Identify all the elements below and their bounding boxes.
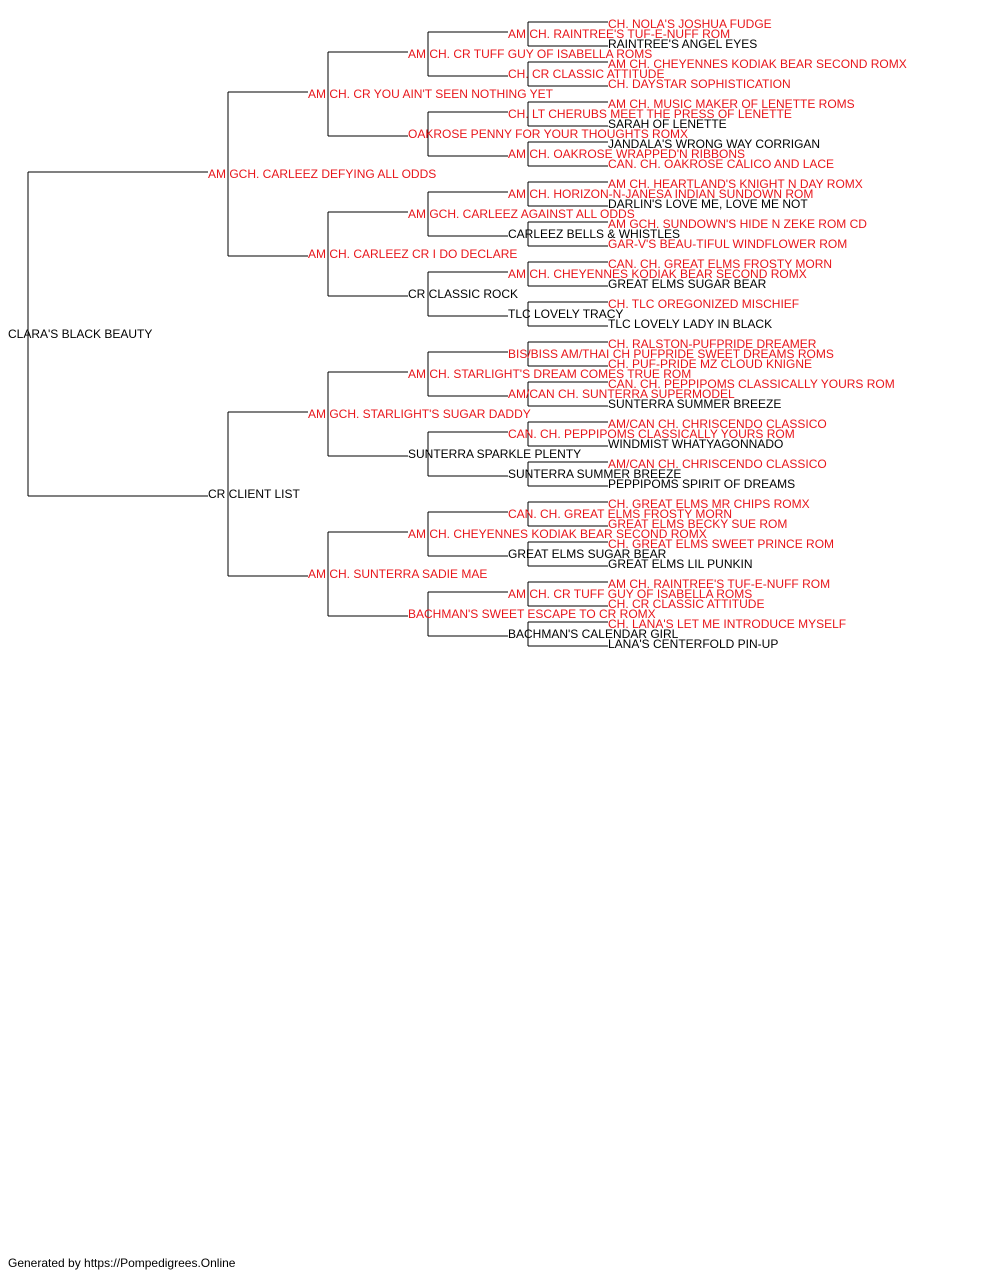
dog-name-dam-dam-dam: BACHMAN'S SWEET ESCAPE TO CR ROMX xyxy=(408,607,656,621)
dog-name-sire-dam-sire-dam-dam: GAR-V'S BEAU-TIFUL WINDFLOWER ROM xyxy=(608,237,847,251)
dog-name-sire-sire-dam-dam-dam: CAN. CH. OAKROSE CALICO AND LACE xyxy=(608,157,834,171)
dog-name-sire-sire-sire-dam-dam: CH. DAYSTAR SOPHISTICATION xyxy=(608,77,791,91)
dog-name-dam-sire-dam-dam-sire: AM/CAN CH. CHRISCENDO CLASSICO xyxy=(608,457,827,471)
dog-name-dam-dam-dam-sire-sire: AM CH. RAINTREE'S TUF-E-NUFF ROM xyxy=(608,577,830,591)
dog-name-dam-dam: AM CH. SUNTERRA SADIE MAE xyxy=(308,567,487,581)
dog-name-sire-dam-dam-sire-sire: CAN. CH. GREAT ELMS FROSTY MORN xyxy=(608,257,832,271)
dog-name-sire: AM GCH. CARLEEZ DEFYING ALL ODDS xyxy=(208,167,436,181)
dog-name-sire-sire-dam-sire: CH. LT CHERUBS MEET THE PRESS OF LENETTE xyxy=(508,107,792,121)
dog-name-dam-sire-sire-sire: BIS/BISS AM/THAI CH PUFPRIDE SWEET DREAM… xyxy=(508,347,834,361)
dog-name-dam-dam-dam-sire: AM CH. CR TUFF GUY OF ISABELLA ROMS xyxy=(508,587,752,601)
dog-name-dam-dam-sire-dam-sire: CH. GREAT ELMS SWEET PRINCE ROM xyxy=(608,537,834,551)
dog-name-sire-sire-dam-dam: AM CH. OAKROSE WRAPPED'N RIBBONS xyxy=(508,147,745,161)
dog-name-dam-sire-dam-dam: SUNTERRA SUMMER BREEZE xyxy=(508,467,681,481)
dog-name-dam-sire-sire: AM CH. STARLIGHT'S DREAM COMES TRUE ROM xyxy=(408,367,691,381)
dog-name-sire-dam-dam-sire-dam: GREAT ELMS SUGAR BEAR xyxy=(608,277,767,291)
dog-name-sire-dam-sire: AM GCH. CARLEEZ AGAINST ALL ODDS xyxy=(408,207,635,221)
dog-name-dam-dam-sire-sire-sire: CH. GREAT ELMS MR CHIPS ROMX xyxy=(608,497,810,511)
dog-name-dam-sire-dam-sire-dam: WINDMIST WHATYAGONNADO xyxy=(608,437,783,451)
dog-name-dam-sire-sire-dam-dam: SUNTERRA SUMMER BREEZE xyxy=(608,397,781,411)
dog-name-dam-dam-sire: AM CH. CHEYENNES KODIAK BEAR SECOND ROMX xyxy=(408,527,707,541)
dog-name-dam-sire: AM GCH. STARLIGHT'S SUGAR DADDY xyxy=(308,407,531,421)
dog-name-sire-dam-sire-sire: AM CH. HORIZON-N-JANESA INDIAN SUNDOWN R… xyxy=(508,187,813,201)
dog-name-dam-sire-sire-dam-sire: CAN. CH. PEPPIPOMS CLASSICALLY YOURS ROM xyxy=(608,377,895,391)
dog-name-dam-sire-dam-dam-dam: PEPPIPOMS SPIRIT OF DREAMS xyxy=(608,477,795,491)
dog-name-sire-sire-dam-sire-dam: SARAH OF LENETTE xyxy=(608,117,727,131)
dog-name-sire-dam-dam: CR CLASSIC ROCK xyxy=(408,287,518,301)
dog-name-dam-sire-sire-sire-dam: CH. PUF-PRIDE MZ CLOUD KNIGNE xyxy=(608,357,812,371)
dog-name-sire-dam-dam-dam-sire: CH. TLC OREGONIZED MISCHIEF xyxy=(608,297,799,311)
dog-name-dam: CR CLIENT LIST xyxy=(208,487,300,501)
dog-name-dam-dam-sire-dam: GREAT ELMS SUGAR BEAR xyxy=(508,547,667,561)
dog-name-sire-sire-sire: AM CH. CR TUFF GUY OF ISABELLA ROMS xyxy=(408,47,652,61)
dog-name-sire-sire-dam-dam-sire: JANDALA'S WRONG WAY CORRIGAN xyxy=(608,137,820,151)
dog-name-dam-sire-sire-sire-sire: CH. RALSTON-PUFPRIDE DREAMER xyxy=(608,337,817,351)
dog-name-dam-sire-dam: SUNTERRA SPARKLE PLENTY xyxy=(408,447,581,461)
dog-name-dam-dam-sire-sire-dam: GREAT ELMS BECKY SUE ROM xyxy=(608,517,787,531)
dog-name-dam-dam-dam-dam-dam: LANA'S CENTERFOLD PIN-UP xyxy=(608,637,778,651)
dog-name-sire-dam-dam-dam-dam: TLC LOVELY LADY IN BLACK xyxy=(608,317,772,331)
dog-name-sire-sire-sire-sire-dam: RAINTREE'S ANGEL EYES xyxy=(608,37,757,51)
dog-name-dam-dam-sire-dam-dam: GREAT ELMS LIL PUNKIN xyxy=(608,557,753,571)
dog-name-dam-dam-dam-sire-dam: CH. CR CLASSIC ATTITUDE xyxy=(608,597,764,611)
dog-name-sire-sire-sire-dam: CH. CR CLASSIC ATTITUDE xyxy=(508,67,664,81)
dog-name-sire-dam-sire-sire-sire: AM CH. HEARTLAND'S KNIGHT N DAY ROMX xyxy=(608,177,863,191)
dog-name-sire-sire-sire-dam-sire: AM CH. CHEYENNES KODIAK BEAR SECOND ROMX xyxy=(608,57,907,71)
dog-name-sire-dam-sire-dam: CARLEEZ BELLS & WHISTLES xyxy=(508,227,680,241)
dog-name-sire-dam-sire-sire-dam: DARLIN'S LOVE ME, LOVE ME NOT xyxy=(608,197,808,211)
dog-name-sire-sire-sire-sire: AM CH. RAINTREE'S TUF-E-NUFF ROM xyxy=(508,27,730,41)
dog-name-sire-dam-dam-sire: AM CH. CHEYENNES KODIAK BEAR SECOND ROMX xyxy=(508,267,807,281)
dog-name-sire-dam-sire-dam-sire: AM GCH. SUNDOWN'S HIDE N ZEKE ROM CD xyxy=(608,217,867,231)
footer-credit: Generated by https://Pompedigrees.Online xyxy=(8,1256,236,1270)
dog-name-dam-sire-dam-sire: CAN. CH. PEPPIPOMS CLASSICALLY YOURS ROM xyxy=(508,427,795,441)
dog-name-sire-sire-sire-sire-sire: CH. NOLA'S JOSHUA FUDGE xyxy=(608,17,772,31)
dog-name-sire-sire-dam: OAKROSE PENNY FOR YOUR THOUGHTS ROMX xyxy=(408,127,688,141)
dog-name-sire-dam-dam-dam: TLC LOVELY TRACY xyxy=(508,307,623,321)
dog-name-dam-dam-dam-dam-sire: CH. LANA'S LET ME INTRODUCE MYSELF xyxy=(608,617,846,631)
dog-name-sire-sire-dam-sire-sire: AM CH. MUSIC MAKER OF LENETTE ROMS xyxy=(608,97,855,111)
dog-name-sire-dam: AM CH. CARLEEZ CR I DO DECLARE xyxy=(308,247,517,261)
dog-name-sire-sire: AM CH. CR YOU AIN'T SEEN NOTHING YET xyxy=(308,87,554,101)
dog-name-dam-sire-sire-dam: AM/CAN CH. SUNTERRA SUPERMODEL xyxy=(508,387,735,401)
dog-name-dam-dam-dam-dam: BACHMAN'S CALENDAR GIRL xyxy=(508,627,679,641)
dog-name-dam-dam-sire-sire: CAN. CH. GREAT ELMS FROSTY MORN xyxy=(508,507,732,521)
dog-name-dam-sire-dam-sire-sire: AM/CAN CH. CHRISCENDO CLASSICO xyxy=(608,417,827,431)
dog-name-root: CLARA'S BLACK BEAUTY xyxy=(8,327,152,341)
